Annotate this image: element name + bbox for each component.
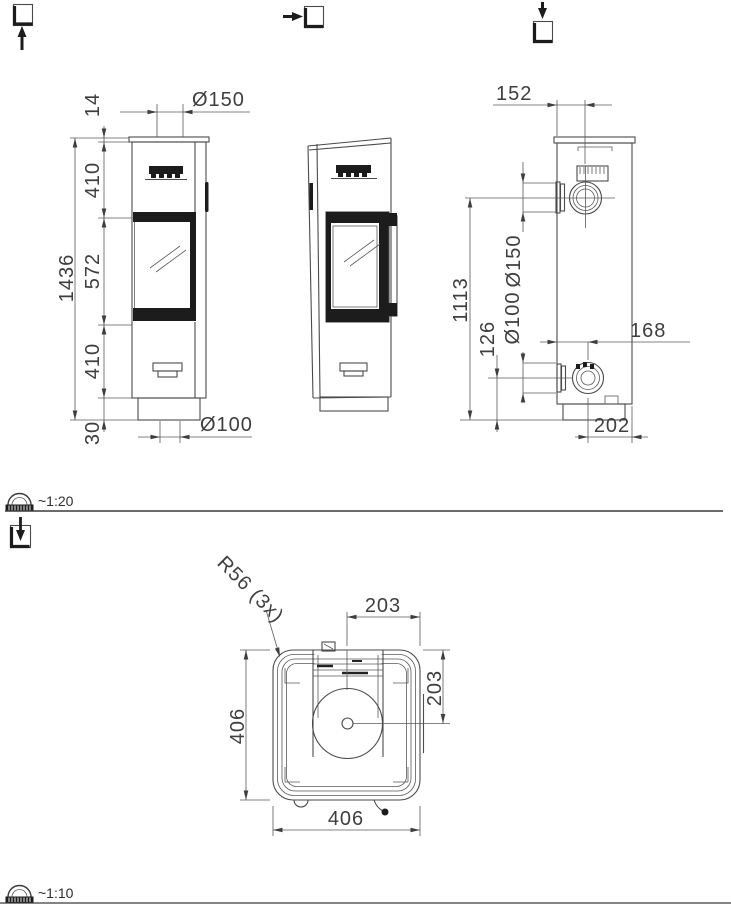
dim-base-depth: 202 (594, 415, 630, 437)
dim-width: 406 (227, 708, 249, 744)
front-view (128, 136, 210, 421)
scale-icon (7, 884, 32, 898)
dim-air-inlet-setback: 168 (630, 320, 666, 342)
scale-label-lower: ~1:10 (38, 885, 74, 901)
dim-flue-diameter: Ø150 (503, 235, 525, 288)
dim-total-height: 1436 (56, 254, 78, 303)
angled-view (307, 137, 398, 412)
flue-channel (312, 650, 384, 757)
dim-corner-radius: R56 (3x) (213, 552, 288, 627)
door-handle (309, 183, 313, 210)
dim-base-height: 30 (82, 421, 104, 445)
top-plate (553, 136, 636, 144)
stove-body (556, 142, 633, 405)
corner-bracket (393, 668, 409, 684)
view-from-front-icon (12, 3, 34, 50)
scale-label-upper: ~1:20 (38, 493, 74, 509)
dim-lower-section: 410 (82, 343, 104, 379)
lower-vent (339, 362, 368, 377)
front-foot-tab (293, 799, 309, 808)
side-view-dimensions: 152 Ø150 Ø100 1113 126 168 202 (450, 83, 690, 443)
view-from-top-icon (532, 2, 554, 44)
dim-upper-section: 410 (82, 162, 104, 198)
door-handle (205, 182, 209, 212)
upper-air-grille (331, 165, 377, 180)
dim-flue-diameter: Ø150 (192, 89, 245, 111)
rear-spacer (604, 395, 619, 405)
front-view-dimensions: 14 410 572 410 30 1436 Ø150 Ø100 (56, 89, 253, 445)
glass-door (133, 212, 196, 321)
corner-bracket (284, 668, 300, 684)
glass-reflection (149, 245, 181, 269)
dim-flue-center-height: 1113 (450, 277, 472, 323)
dim-top-plate: 14 (82, 93, 104, 117)
glass-reflection (343, 239, 375, 263)
scale-indicator-upper: ~1:20 (5, 492, 74, 511)
corner-bracket (393, 767, 409, 783)
dim-glass-section: 572 (82, 253, 104, 289)
dim-flue-from-side: 203 (365, 595, 401, 617)
door-hinge-plate (386, 213, 398, 317)
side-view (553, 136, 636, 421)
scale-icon (7, 492, 32, 506)
dim-air-inlet-height: 126 (477, 321, 499, 357)
dim-flue-from-rear: 203 (424, 670, 446, 706)
dim-air-inlet-diameter: Ø100 (200, 414, 253, 436)
stove-body-outline (272, 649, 421, 801)
top-view (272, 641, 425, 816)
dim-air-inlet-diameter: Ø100 (502, 292, 524, 345)
handle-knob (381, 808, 389, 816)
plinth (319, 396, 389, 412)
damper-clip (321, 641, 336, 652)
glass-door (325, 211, 390, 323)
view-from-top-icon-lower (9, 517, 32, 549)
corner-bracket (284, 767, 300, 783)
plinth (562, 403, 626, 421)
upper-air-grille (145, 166, 187, 181)
dim-flue-setback: 152 (496, 83, 532, 105)
view-from-side-icon (283, 5, 325, 29)
dim-depth: 406 (328, 808, 364, 830)
rear-heat-shield (576, 165, 609, 182)
handle-cord (373, 799, 384, 812)
top-plate (128, 136, 210, 143)
lower-vent (152, 362, 183, 378)
scale-indicator-lower: ~1:10 (5, 884, 74, 903)
plinth (137, 397, 201, 421)
